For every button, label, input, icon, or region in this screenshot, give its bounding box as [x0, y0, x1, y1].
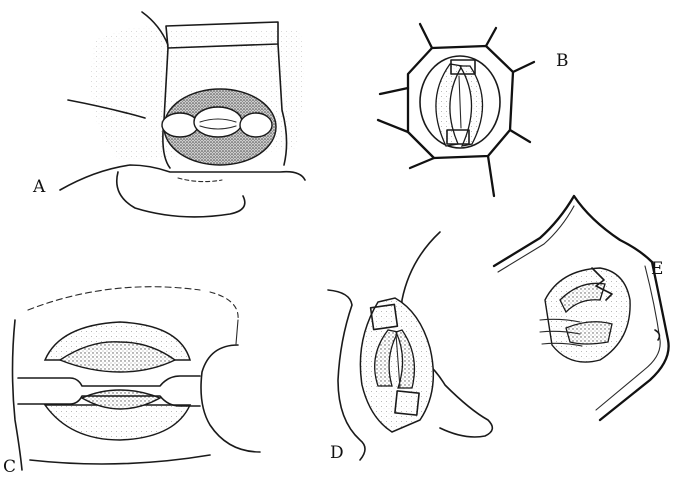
panel-a: A	[32, 12, 305, 217]
panel-b-radial-wall-8	[380, 88, 408, 94]
panel-a-guard-cell-right	[240, 113, 272, 137]
panel-b-pore	[459, 76, 461, 128]
panel-d-left-cell	[328, 290, 365, 460]
panel-a-lower-cell-outline	[60, 165, 305, 190]
panel-b-radial-wall-2	[486, 28, 496, 46]
panel-c-outer-dashed-right	[210, 292, 238, 320]
label-c: C	[3, 457, 16, 477]
panel-b-radial-wall-5	[488, 156, 494, 196]
panel-e-top-wall	[494, 196, 652, 266]
panel-b-radial-wall-4	[510, 130, 530, 142]
panel-c-outer-dashed-top	[28, 287, 200, 310]
panel-e-top-wall-inner	[498, 206, 574, 272]
panel-c-bottom-wall	[30, 455, 210, 464]
panel-c-left-wall	[13, 320, 23, 470]
panel-d: D	[328, 232, 492, 463]
panel-c: C	[3, 287, 260, 477]
label-d: D	[330, 443, 344, 463]
panel-a-lower-dash	[178, 178, 222, 182]
panel-e: E	[494, 196, 669, 420]
panel-c-neighbor-cell	[201, 345, 260, 452]
panel-e-subsidiary-cell	[545, 268, 630, 362]
panel-b-guard-cell-right	[460, 66, 483, 146]
label-a: A	[32, 177, 46, 197]
panel-b: B	[378, 24, 569, 196]
panel-c-neighbor-wall-top	[236, 320, 238, 344]
panel-b-radial-wall-6	[410, 158, 434, 168]
panel-b-radial-wall-1	[420, 24, 432, 48]
label-e: E	[651, 259, 663, 279]
panel-a-guard-cell-left	[162, 113, 198, 137]
panel-c-subsidiary-lower	[45, 405, 190, 440]
panel-b-guard-cell-left	[436, 64, 462, 146]
label-b: B	[556, 51, 569, 71]
panel-b-radial-wall-7	[378, 120, 408, 132]
panel-c-band-upper	[18, 376, 200, 386]
panel-b-radial-wall-3	[513, 62, 534, 72]
